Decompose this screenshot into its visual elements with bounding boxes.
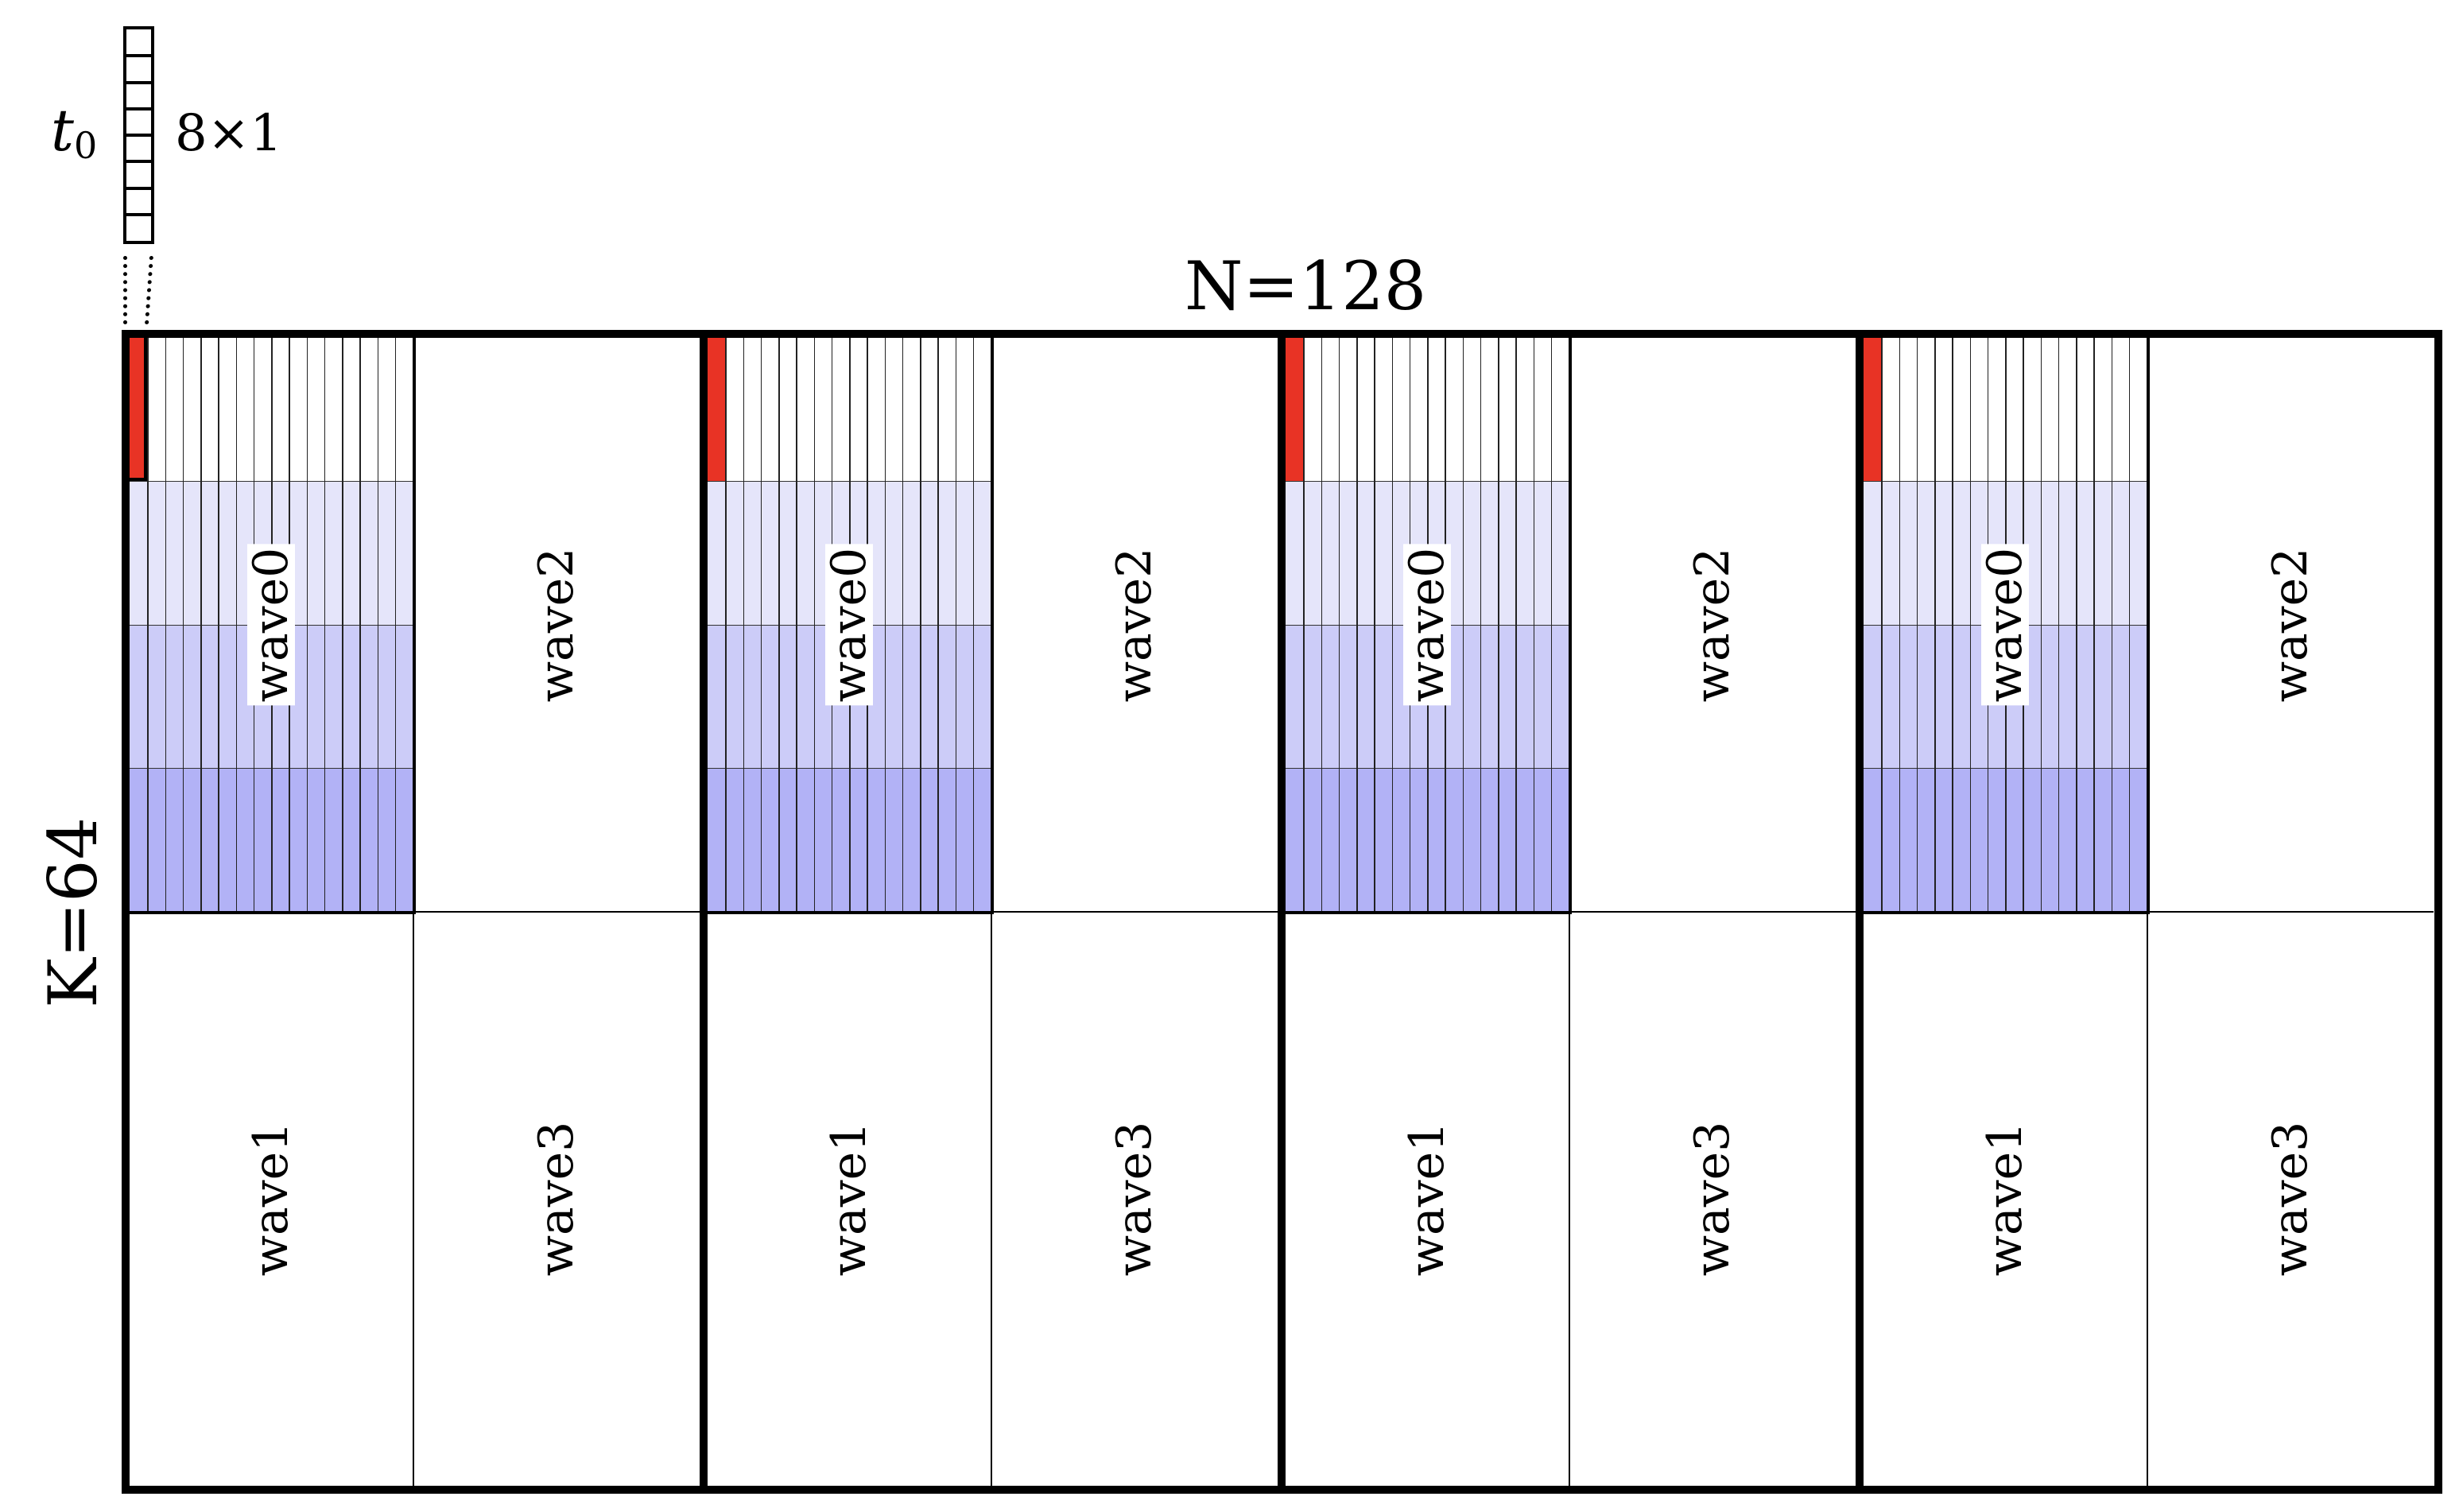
block-separator — [1278, 330, 1286, 1494]
wave3-label: wave3 — [2262, 1121, 2318, 1276]
wave0-tile-grid — [1864, 338, 2150, 914]
tile-column-line — [920, 338, 921, 911]
tile-column-line — [937, 338, 939, 911]
tile-column-line — [778, 338, 780, 911]
tile-column-line — [1374, 338, 1375, 911]
tile-column-line — [884, 338, 886, 911]
tile-column-line — [182, 338, 184, 911]
tile-column-line — [342, 338, 343, 911]
tile-column-line — [1916, 338, 1918, 911]
thread-vector-cell-divider — [126, 80, 151, 84]
tile-column-line — [955, 338, 956, 911]
tile-column-line — [760, 338, 762, 911]
tile-column-line — [1498, 338, 1499, 911]
wave2-label: wave2 — [1684, 547, 1740, 702]
tile-column-line — [1515, 338, 1517, 911]
highlighted-thread-column — [1286, 338, 1304, 482]
tile-column-line — [147, 338, 149, 911]
tile-column-line — [377, 338, 378, 911]
wave3-label: wave3 — [1684, 1121, 1740, 1276]
tile-column-line — [394, 338, 397, 911]
highlighted-thread-column — [1864, 338, 1882, 482]
tile-column-line — [1391, 338, 1393, 911]
tile-column-line — [743, 338, 744, 911]
wave0-label: wave0 — [1399, 544, 1455, 705]
tile-column-line — [2128, 338, 2131, 911]
tile-column-line — [902, 338, 904, 911]
tile-column-line — [796, 338, 797, 911]
highlighted-thread-column — [130, 338, 148, 482]
thread-vector-cell-divider — [126, 186, 151, 190]
wave0-label: wave0 — [243, 544, 299, 705]
thread-label: t0 — [51, 102, 97, 164]
tile-column-line — [1550, 338, 1553, 911]
tile-column-line — [2111, 338, 2112, 911]
tile-column-line — [2093, 338, 2095, 911]
tile-column-line — [813, 338, 815, 911]
thread-vector-cell-divider — [126, 212, 151, 216]
tile-column-line — [2058, 338, 2060, 911]
tile-column-line — [2040, 338, 2042, 911]
tile-column-line — [1934, 338, 1936, 911]
tile-column-line — [1338, 338, 1340, 911]
wave1-label: wave1 — [821, 1121, 877, 1276]
thread-vector-cell-divider — [126, 160, 151, 164]
n-dimension-label: N=128 — [1185, 247, 1427, 325]
wave2-label: wave2 — [528, 547, 584, 702]
tile-column-line — [1480, 338, 1482, 911]
tile-column-line — [1969, 338, 1971, 911]
tile-column-line — [218, 338, 219, 911]
wave2-label: wave2 — [2262, 547, 2318, 702]
block-separator — [700, 330, 708, 1494]
wave2-label: wave2 — [1106, 547, 1162, 702]
tile-column-line — [1881, 338, 1883, 911]
thread-label-subscript: 0 — [73, 124, 98, 167]
tile-column-line — [165, 338, 166, 911]
wave0-label: wave0 — [821, 544, 877, 705]
projection-dotted-line-right — [144, 256, 154, 324]
thread-vector-8x1 — [123, 26, 154, 244]
tile-column-line — [324, 338, 326, 911]
tile-column-line — [1321, 338, 1322, 911]
tile-column-line — [359, 338, 361, 911]
tile-column-line — [235, 338, 237, 911]
wave1-label: wave1 — [1977, 1121, 2033, 1276]
projection-dotted-line-left — [123, 256, 127, 324]
tile-column-line — [1533, 338, 1534, 911]
block-separator — [1856, 330, 1864, 1494]
tile-column-line — [200, 338, 202, 911]
wave3-label: wave3 — [528, 1121, 584, 1276]
k-dimension-label: K=64 — [34, 816, 112, 1009]
tile-column-line — [1303, 338, 1305, 911]
tile-column-line — [1462, 338, 1464, 911]
tile-column-line — [1356, 338, 1358, 911]
thread-vector-cell-divider — [126, 54, 151, 58]
thread-vector-cell-divider — [126, 134, 151, 137]
thread-vector-cell-divider — [126, 107, 151, 110]
wave3-label: wave3 — [1106, 1121, 1162, 1276]
tile-column-line — [2076, 338, 2077, 911]
tile-column-line — [306, 338, 308, 911]
wave1-label: wave1 — [243, 1121, 299, 1276]
wave1-label: wave1 — [1399, 1121, 1455, 1276]
wave0-label: wave0 — [1977, 544, 2033, 705]
highlighted-thread-column — [708, 338, 726, 482]
tile-column-line — [725, 338, 727, 911]
thread-label-t: t — [51, 97, 74, 164]
thread-vector-shape-label: 8×1 — [175, 104, 283, 163]
tile-column-line — [1899, 338, 1900, 911]
tile-column-line — [972, 338, 975, 911]
tile-column-line — [1952, 338, 1953, 911]
